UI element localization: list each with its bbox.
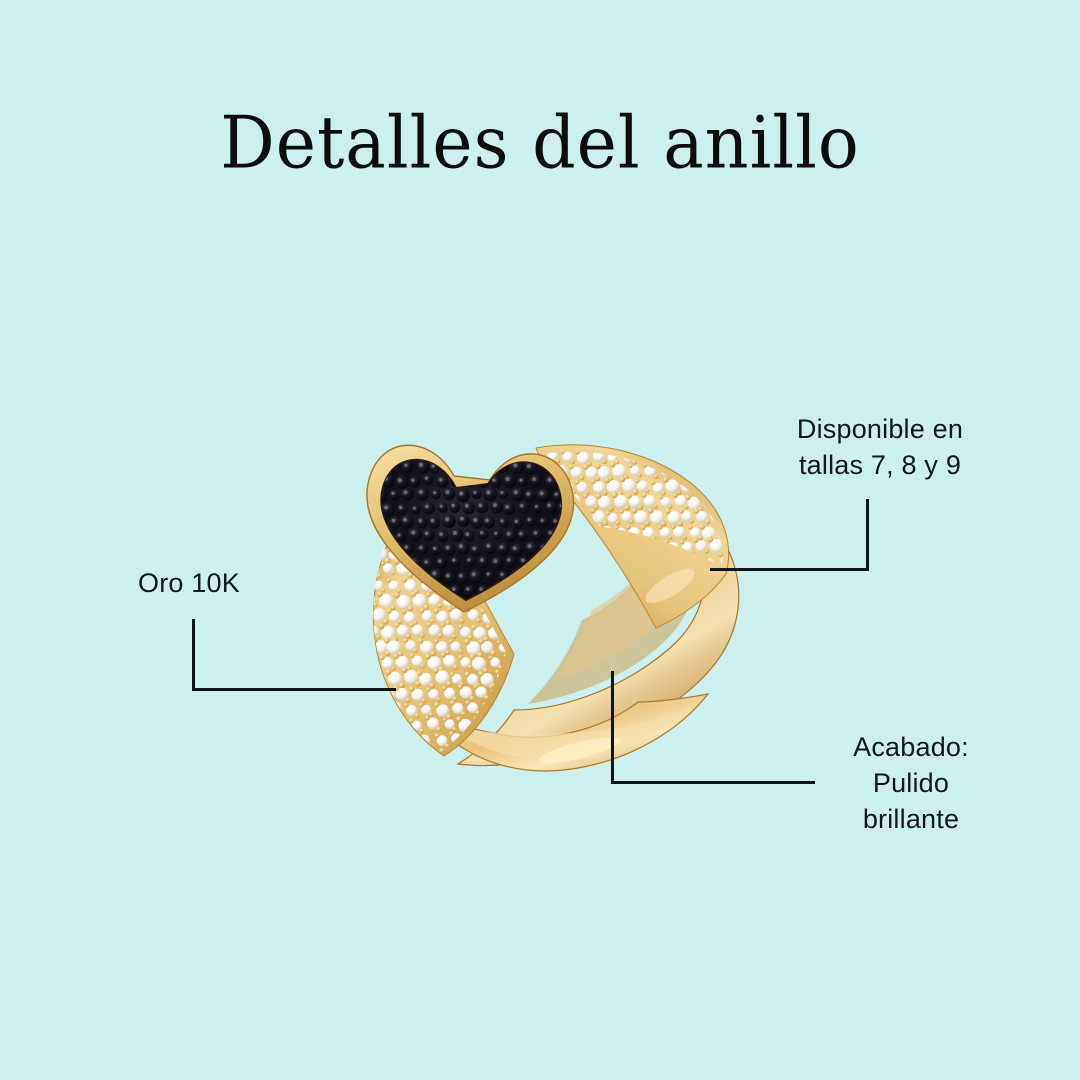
callout-acabado-line-2: Pulido [872, 767, 950, 798]
callout-acabado-line-3: brillante [862, 803, 960, 834]
page-title: Detalles del anillo [220, 101, 860, 186]
leader-line-tallas-horizontal [710, 568, 869, 571]
callout-acabado-line-1: Acabado: [853, 732, 969, 762]
callout-oro-line-1: Oro 10K [138, 568, 240, 598]
leader-line-acabado-horizontal [611, 781, 815, 784]
metal-highlights [539, 568, 695, 763]
leader-line-oro-horizontal [192, 688, 396, 691]
callout-oro-10k: Oro 10K [138, 566, 240, 602]
callout-tallas: Disponible en tallas 7, 8 y 9 [760, 412, 1000, 484]
ring-svg [366, 444, 740, 772]
callout-acabado: Acabado: Pulido brillante [818, 730, 1004, 838]
callout-tallas-line-2: tallas 7, 8 y 9 [798, 449, 962, 480]
leader-line-acabado-vertical [611, 671, 614, 784]
ring-product-image [330, 380, 770, 800]
leader-line-tallas-vertical [866, 499, 869, 571]
leader-line-oro-vertical [192, 619, 195, 691]
ring-band-front [435, 693, 710, 772]
callout-tallas-line-1: Disponible en [796, 414, 964, 444]
